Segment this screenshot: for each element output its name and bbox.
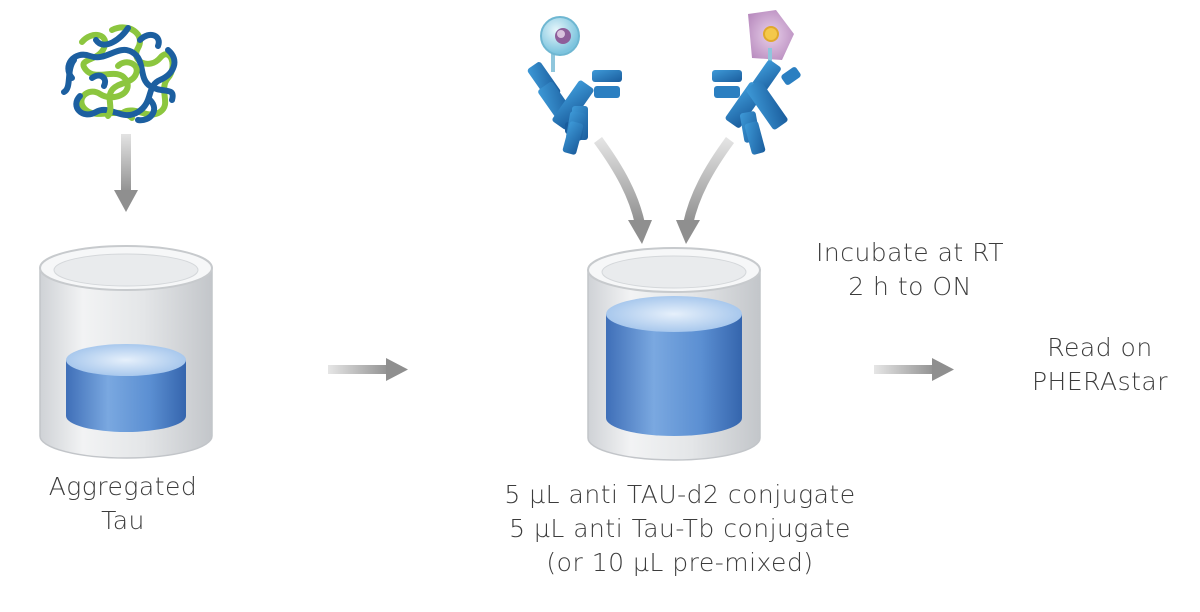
aggregated-tau-label: Aggregated Tau [0, 470, 246, 538]
aggregated-tau-label-line: Aggregated [48, 472, 198, 501]
incubate-label-line: 2 h to ON [848, 272, 972, 301]
incubate-label: Incubate at RT 2 h to ON [780, 236, 1040, 304]
conjugates-label-line: 5 µL anti TAU-d2 conjugate [504, 480, 856, 509]
curved-arrow-right-icon [676, 137, 735, 244]
read-on-label: Read on PHERAstar [1000, 331, 1200, 399]
antibody-d2-conjugate-icon [712, 10, 801, 155]
vial-icon [39, 245, 213, 459]
aggregated-tau-label-line: Tau [101, 506, 145, 535]
right-arrow-icon [328, 358, 408, 381]
curved-arrow-left-icon [593, 137, 652, 244]
conjugates-label: 5 µL anti TAU-d2 conjugate 5 µL anti Tau… [430, 478, 930, 580]
incubate-label-line: Incubate at RT [815, 238, 1005, 267]
vial-icon [587, 247, 761, 461]
conjugates-label-line: 5 µL anti Tau-Tb conjugate [509, 514, 851, 543]
read-on-label-line: Read on [1047, 333, 1153, 362]
aggregated-tau-protein-icon [61, 24, 178, 124]
antibody-tb-conjugate-icon [527, 16, 622, 155]
down-arrow-icon [114, 134, 138, 212]
right-arrow-icon [874, 358, 954, 381]
conjugates-label-line: (or 10 µL pre-mixed) [546, 548, 814, 577]
read-on-label-line: PHERAstar [1031, 367, 1169, 396]
